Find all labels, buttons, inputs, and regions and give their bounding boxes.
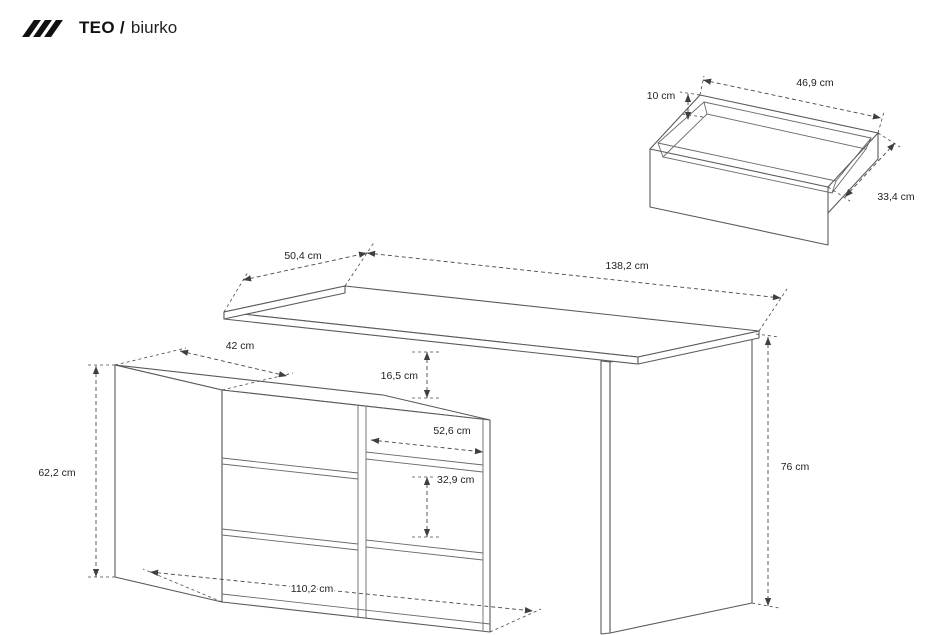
shelf-line [365,546,484,561]
dim-desktop-length-label: 138,2 cm [605,260,648,272]
dim-line-cabinet-top-depth [179,349,288,378]
desktop-right-edge [637,330,760,365]
dim-desk-height-label: 76 cm [781,461,810,473]
dim-top-gap-label: 16,5 cm [381,370,419,382]
right-panel-front-edge [600,360,611,635]
page-title: TEO / biurko [79,18,177,38]
witness-line [681,113,704,118]
drawer-side-bottom-edge [827,158,879,214]
drawer-left-rim [649,94,701,150]
desk-drawing [114,285,760,635]
dim-drawer-height-label: 10 cm [647,90,676,102]
witness-line [699,75,705,96]
shelf-line [365,458,484,473]
dim-cabinet-length-label: 110,2 cm [291,583,334,595]
dim-drawer-depth-label: 33,4 cm [877,191,915,203]
drawer-back-rim [699,94,879,134]
witness-line [223,271,249,313]
drawer-gap-line [221,463,359,480]
drawer-inner-corner [703,101,708,115]
drawer-left-inner-rim [657,101,705,144]
drawer-gap-line [221,528,359,545]
dim-cabinet-height-label: 62,2 cm [38,467,76,479]
witness-line [758,288,788,332]
drawer-inner-corner [657,142,664,158]
dim-line-desktop-length [366,250,782,301]
dim-compartment-width-label: 52,6 cm [433,425,471,437]
dimension-annotations: 50,4 cm 138,2 cm 42 cm 16,5 cm 52,6 cm 3… [37,75,917,633]
drawer-gap-line [221,457,359,474]
witness-line [827,186,851,202]
dim-line-drawer-depth [844,142,896,198]
drawer-detail [649,94,879,246]
dim-line-compartment-width [370,437,484,455]
brand-logo-icon [22,19,63,37]
drawer-inner-corner [831,180,837,194]
dim-drawer-width-label: 46,9 cm [796,77,834,89]
desktop-left-edge [223,285,346,320]
shelf-line [365,539,484,554]
product-category: biurko [130,18,178,37]
right-panel-side [609,336,753,634]
witness-line [344,240,376,287]
witness-line [751,602,780,609]
drawer-back-inner-top [703,101,872,139]
cabinet-end-face [114,364,223,603]
dim-line-cabinet-length [149,569,534,614]
witness-line [877,132,901,148]
witness-line [877,111,885,134]
drawer-front-face [649,148,829,246]
dim-line-drawer-width [702,78,882,120]
dim-line-desktop-depth [242,251,368,282]
product-name: TEO / [79,18,125,37]
witness-line [114,347,187,366]
header: TEO / biurko [22,18,177,38]
drawer-front-inner-top [657,142,837,182]
witness-line [489,608,542,633]
dim-cabinet-top-depth-label: 42 cm [226,340,255,352]
witness-line [755,333,780,338]
dim-desktop-depth-label: 50,4 cm [284,250,322,262]
witness-line [679,91,701,96]
dim-shelf-spacing-label: 32,9 cm [437,474,475,486]
drawer-gap-line [221,534,359,551]
